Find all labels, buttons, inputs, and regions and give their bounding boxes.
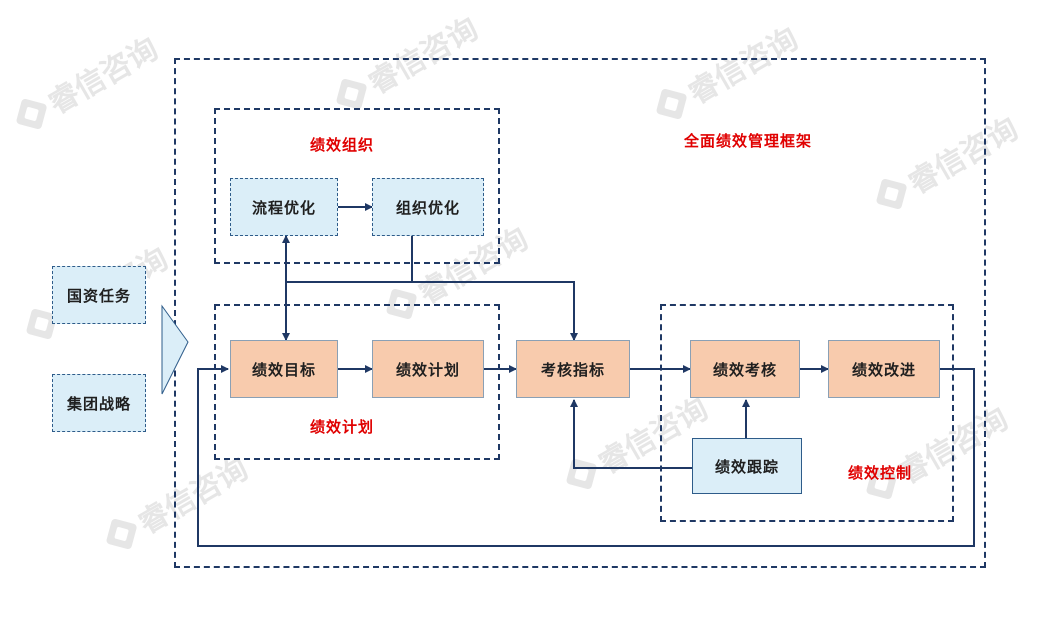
plan-node: 绩效计划 [372,340,484,398]
org-group-frame [214,108,500,264]
plan-group-frame [214,304,500,460]
indicator-node: 考核指标 [516,340,630,398]
framework-title: 全面绩效管理框架 [684,132,813,150]
control-group-label: 绩效控制 [848,464,913,482]
control-group-frame [660,304,954,522]
input-chevron-icon [161,304,189,395]
plan-group-label: 绩效计划 [310,418,375,436]
process-optimization-node: 流程优化 [230,178,338,236]
org-optimization-node: 组织优化 [372,178,484,236]
target-node: 绩效目标 [230,340,338,398]
org-group-label: 绩效组织 [310,136,375,154]
assessment-node: 绩效考核 [690,340,800,398]
input-strategy: 集团战略 [52,374,146,432]
input-task: 国资任务 [52,266,146,324]
improvement-node: 绩效改进 [828,340,940,398]
framework-frame [174,58,986,568]
tracking-node: 绩效跟踪 [692,438,802,494]
